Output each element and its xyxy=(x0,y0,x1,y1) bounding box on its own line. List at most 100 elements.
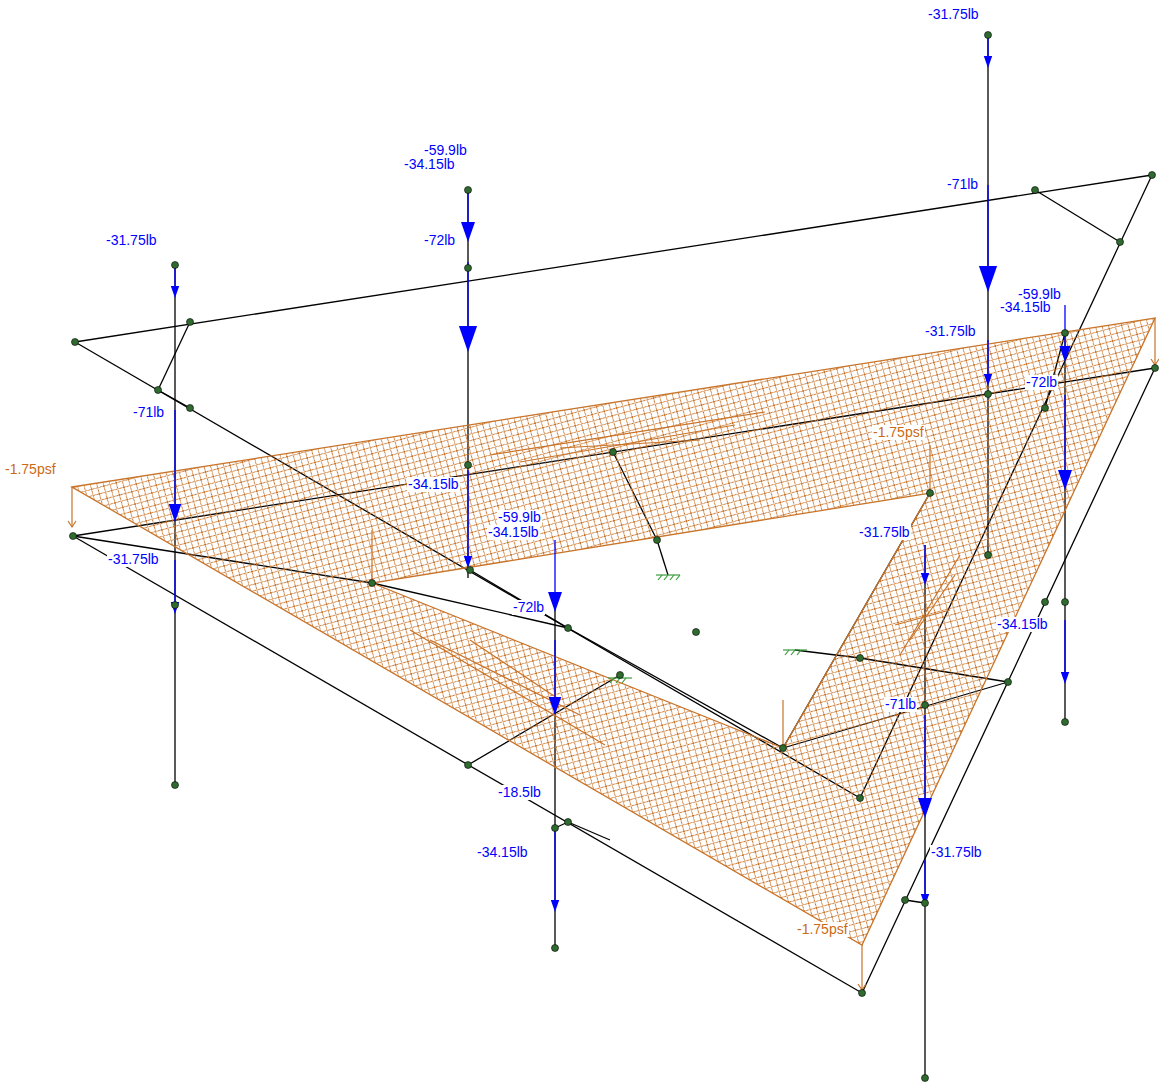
load-label: -31.75lb xyxy=(924,324,977,339)
joint-dot xyxy=(1117,239,1124,246)
joint-dot xyxy=(1062,330,1069,337)
load-label: -34.15lb xyxy=(403,157,456,172)
load-arrowhead xyxy=(1061,672,1069,684)
joint-dot xyxy=(552,945,559,952)
joint-dot xyxy=(1042,599,1049,606)
joint-dot xyxy=(927,490,934,497)
load-arrowhead xyxy=(551,900,559,912)
load-label: -34.15lb xyxy=(476,845,529,860)
load-label: -72lb xyxy=(423,233,456,248)
load-label: -31.75lb xyxy=(858,525,911,540)
joint-dot xyxy=(654,537,661,544)
load-arrowhead xyxy=(548,592,562,612)
joint-dot xyxy=(172,262,179,269)
load-label: -1.75psf xyxy=(872,425,925,440)
joint-dot xyxy=(985,552,992,559)
joint-dot xyxy=(985,391,992,398)
load-arrowhead xyxy=(984,56,992,68)
load-label: -71lb xyxy=(946,177,979,192)
load-arrowhead xyxy=(549,697,562,715)
joint-dot xyxy=(467,567,474,574)
joint-dot xyxy=(857,655,864,662)
joint-dot xyxy=(565,819,572,826)
load-label: -34.15lb xyxy=(999,300,1052,315)
joint-dot xyxy=(922,702,929,709)
load-label: -71lb xyxy=(132,405,165,420)
joint-dot xyxy=(780,745,787,752)
load-label: -71lb xyxy=(884,697,917,712)
load-label: -1.75psf xyxy=(796,922,849,937)
deck-area-load xyxy=(68,318,1159,990)
load-label: -34.15lb xyxy=(996,617,1049,632)
joints xyxy=(70,32,1159,1082)
load-arrowhead xyxy=(921,894,929,906)
joint-dot xyxy=(465,762,472,769)
load-arrowhead xyxy=(459,326,477,352)
load-line xyxy=(554,640,555,706)
load-label: -31.75lb xyxy=(107,552,160,567)
load-line xyxy=(1064,395,1065,480)
joint-dot xyxy=(857,795,864,802)
joint-dot xyxy=(465,265,472,272)
load-label: -1.75psf xyxy=(4,462,57,477)
joint-dot xyxy=(1152,365,1159,372)
joint-dot xyxy=(1062,719,1069,726)
joint-dot xyxy=(610,449,617,456)
joint-dot xyxy=(1149,172,1156,179)
joint-dot xyxy=(465,187,472,194)
joint-dot xyxy=(617,672,624,679)
joint-dot xyxy=(465,462,472,469)
load-line xyxy=(174,410,175,513)
support-symbols xyxy=(608,575,807,683)
load-line xyxy=(924,715,925,808)
joint-dot xyxy=(187,405,194,412)
joint-dot xyxy=(1005,679,1012,686)
load-arrowhead xyxy=(171,286,179,298)
load-arrowhead xyxy=(921,573,929,585)
joint-dot xyxy=(1062,599,1069,606)
load-line xyxy=(1064,620,1065,678)
load-label: -31.75lb xyxy=(105,233,158,248)
load-arrowhead xyxy=(1059,346,1070,362)
load-arrowhead xyxy=(169,504,182,522)
load-label: -72lb xyxy=(1025,375,1058,390)
joint-dot xyxy=(902,897,909,904)
load-label: -72lb xyxy=(512,600,545,615)
load-line xyxy=(554,830,555,906)
load-label: -59.9lb xyxy=(497,510,542,525)
joint-dot xyxy=(552,825,559,832)
load-arrowhead xyxy=(1058,470,1072,490)
load-label: -34.15lb xyxy=(487,525,540,540)
load-arrowhead xyxy=(984,374,992,386)
load-label: -31.75lb xyxy=(930,845,983,860)
load-label: -59.9lb xyxy=(423,143,468,158)
load-arrowhead xyxy=(464,556,472,568)
load-arrowhead xyxy=(171,602,179,614)
load-label: -18.5lb xyxy=(497,785,542,800)
joint-dot xyxy=(565,625,572,632)
joint-dot xyxy=(693,629,700,636)
joint-dot xyxy=(72,339,79,346)
joint-dot xyxy=(922,900,929,907)
joint-dot xyxy=(1042,405,1049,412)
load-label: -34.15lb xyxy=(407,477,460,492)
joint-dot xyxy=(172,602,179,609)
joint-dot xyxy=(1032,187,1039,194)
load-line xyxy=(467,470,468,562)
load-line xyxy=(174,560,175,608)
joint-dot xyxy=(985,32,992,39)
joint-dot xyxy=(70,533,77,540)
joint-dot xyxy=(859,990,866,997)
joint-dot xyxy=(155,387,162,394)
load-arrowhead xyxy=(979,266,997,292)
joint-dot xyxy=(369,580,376,587)
frame-members xyxy=(73,35,1155,1078)
joint-dot xyxy=(922,1075,929,1082)
load-arrowhead xyxy=(461,222,475,242)
load-label: -31.75lb xyxy=(927,7,980,22)
load-arrowhead xyxy=(918,798,932,818)
joint-dot xyxy=(172,782,179,789)
joint-dot xyxy=(187,319,194,326)
point-loads xyxy=(169,35,1072,912)
